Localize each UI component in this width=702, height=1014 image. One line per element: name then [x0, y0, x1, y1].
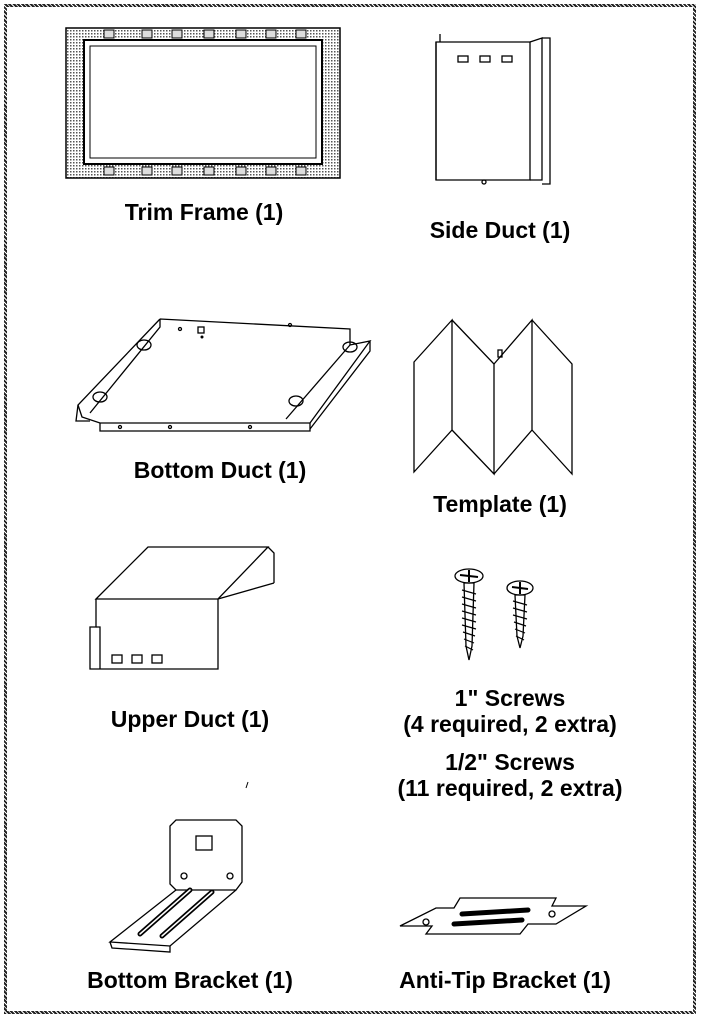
screws-1in-qty: (4 required, 2 extra) [403, 711, 617, 737]
trim-frame-illustration [65, 27, 341, 179]
bottom-duct-label: Bottom Duct (1) [133, 457, 307, 483]
bottom-bracket-label: Bottom Bracket (1) [87, 967, 293, 993]
anti-tip-bracket-label: Anti-Tip Bracket (1) [399, 967, 611, 993]
bottom-duct-illustration [75, 318, 372, 432]
template-illustration [413, 318, 573, 476]
side-duct-illustration [435, 34, 551, 185]
screws-illustration [454, 568, 534, 661]
stray-mark [245, 781, 249, 789]
upper-duct-label: Upper Duct (1) [110, 706, 270, 732]
screws-half-qty: (11 required, 2 extra) [397, 775, 623, 801]
bottom-bracket-illustration [108, 819, 243, 953]
upper-duct-illustration [89, 546, 275, 670]
template-label: Template (1) [433, 491, 567, 517]
side-duct-label: Side Duct (1) [429, 217, 571, 243]
trim-frame-label: Trim Frame (1) [124, 199, 284, 225]
screws-half-title: 1/2" Screws [445, 749, 575, 775]
screws-1in-title: 1" Screws [454, 685, 566, 711]
anti-tip-bracket-illustration [399, 897, 589, 935]
